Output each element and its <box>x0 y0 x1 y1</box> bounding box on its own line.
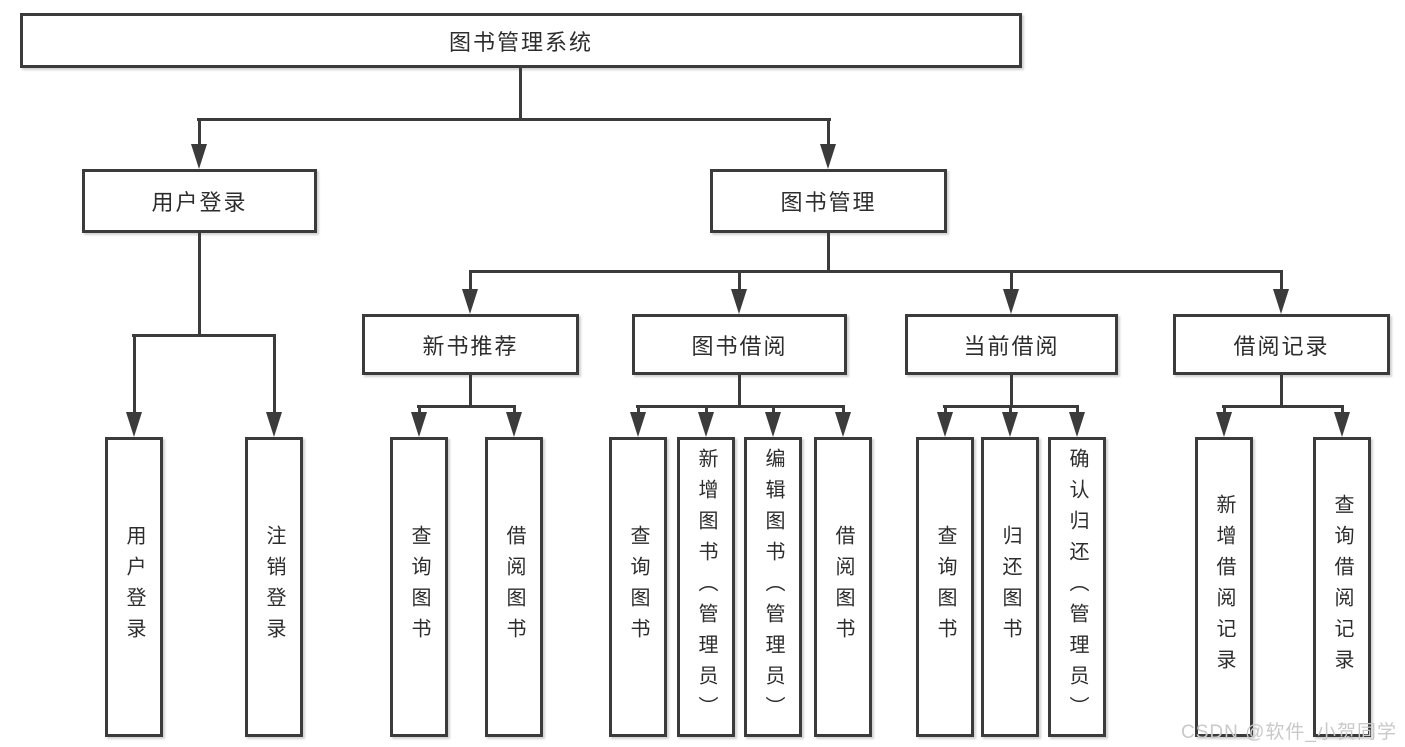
connector-line <box>738 375 741 408</box>
connector-line <box>772 405 775 415</box>
leaf-label-borrow-books: 借阅图书 <box>832 525 854 649</box>
leaf-label-query-books-current: 查询图书 <box>934 525 956 649</box>
leaf-label-query-books-recommend: 查询图书 <box>408 525 430 649</box>
leaf-return-books: 归还图书 <box>981 437 1039 737</box>
connector-line <box>1076 405 1079 415</box>
node-label-root: 图书管理系统 <box>448 29 593 55</box>
connector-line <box>513 405 516 415</box>
leaf-query-books-borrowing: 查询图书 <box>609 437 667 737</box>
connector-line <box>636 405 845 408</box>
connector-line <box>1280 270 1283 292</box>
connector-line <box>1341 405 1344 415</box>
connector-line <box>417 405 516 408</box>
arrowhead-icon <box>765 412 781 437</box>
connector-line <box>944 405 947 415</box>
node-book-management: 图书管理 <box>710 169 947 233</box>
connector-line <box>133 334 136 415</box>
arrowhead-icon <box>1003 289 1019 314</box>
node-label-new-book-recommend: 新书推荐 <box>422 333 519 359</box>
connector-line <box>469 270 472 292</box>
arrowhead-icon <box>191 144 207 169</box>
arrowhead-icon <box>937 412 953 437</box>
node-label-user-login: 用户登录 <box>151 190 248 215</box>
leaf-label-borrow-books-recommend: 借阅图书 <box>503 525 525 649</box>
leaf-label-query-borrow-record: 查询借阅记录 <box>1331 494 1353 680</box>
arrowhead-icon <box>1069 412 1085 437</box>
node-label-book-borrowing: 图书借阅 <box>691 333 788 359</box>
connector-line <box>418 405 421 415</box>
leaf-label-confirm-return-admin: 确认归还（管理员） <box>1066 447 1088 727</box>
connector-line <box>1222 405 1344 408</box>
arrowhead-icon <box>462 289 478 314</box>
arrowhead-icon <box>126 412 142 437</box>
leaf-label-query-books-borrowing: 查询图书 <box>627 525 649 649</box>
arrowhead-icon <box>266 412 282 437</box>
connector-line <box>132 334 276 337</box>
connector-line <box>827 118 830 147</box>
leaf-label-user-login: 用户登录 <box>123 525 145 649</box>
connector-line <box>738 270 741 292</box>
leaf-label-add-books-admin: 新增图书（管理员） <box>695 447 717 727</box>
connector-line <box>519 66 522 121</box>
csdn-watermark: CSDN @软件_小贺同学 <box>1181 722 1397 743</box>
arrowhead-icon <box>411 412 427 437</box>
connector-line <box>469 375 472 408</box>
connector-line <box>198 118 201 147</box>
leaf-query-books-current: 查询图书 <box>916 437 974 737</box>
connector-line <box>637 405 640 415</box>
leaf-confirm-return-admin: 确认归还（管理员） <box>1048 437 1106 737</box>
connector-line <box>273 334 276 415</box>
leaf-query-borrow-record: 查询借阅记录 <box>1313 437 1371 737</box>
leaf-edit-books-admin: 编辑图书（管理员） <box>744 437 802 737</box>
connector-line <box>827 233 830 273</box>
connector-line <box>705 405 708 415</box>
connector-line <box>469 270 1283 273</box>
node-label-book-management: 图书管理 <box>780 190 877 215</box>
connector-line <box>1010 375 1013 408</box>
leaf-label-logout: 注销登录 <box>263 525 285 649</box>
node-label-current-borrowing: 当前借阅 <box>963 333 1060 359</box>
connector-line <box>1223 405 1226 415</box>
node-library-management-system: 图书管理系统 <box>20 13 1022 68</box>
arrowhead-icon <box>630 412 646 437</box>
arrowhead-icon <box>1273 289 1289 314</box>
leaf-logout: 注销登录 <box>245 437 303 737</box>
node-new-book-recommend: 新书推荐 <box>362 314 579 375</box>
leaf-add-books-admin: 新增图书（管理员） <box>677 437 735 737</box>
leaf-borrow-books: 借阅图书 <box>814 437 872 737</box>
node-current-borrowing: 当前借阅 <box>905 314 1118 375</box>
node-label-borrowing-records: 借阅记录 <box>1233 333 1330 359</box>
node-borrowing-records: 借阅记录 <box>1173 314 1390 375</box>
leaf-query-books-recommend: 查询图书 <box>390 437 448 737</box>
arrowhead-icon <box>506 412 522 437</box>
leaf-user-login: 用户登录 <box>105 437 163 737</box>
connector-line <box>1280 375 1283 408</box>
connector-line <box>197 118 831 121</box>
leaf-label-edit-books-admin: 编辑图书（管理员） <box>762 447 784 727</box>
arrowhead-icon <box>731 289 747 314</box>
connector-line <box>1010 270 1013 292</box>
leaf-label-return-books: 归还图书 <box>999 525 1021 649</box>
arrowhead-icon <box>1216 412 1232 437</box>
node-book-borrowing: 图书借阅 <box>632 314 847 375</box>
arrowhead-icon <box>820 144 836 169</box>
connector-line <box>842 405 845 415</box>
leaf-label-add-borrow-record: 新增借阅记录 <box>1213 494 1235 680</box>
arrowhead-icon <box>698 412 714 437</box>
leaf-add-borrow-record: 新增借阅记录 <box>1195 437 1253 737</box>
leaf-borrow-books-recommend: 借阅图书 <box>485 437 543 737</box>
connector-line <box>198 233 201 337</box>
arrowhead-icon <box>1334 412 1350 437</box>
arrowhead-icon <box>1002 412 1018 437</box>
connector-line <box>1009 405 1012 415</box>
arrowhead-icon <box>835 412 851 437</box>
node-user-login: 用户登录 <box>82 169 317 233</box>
